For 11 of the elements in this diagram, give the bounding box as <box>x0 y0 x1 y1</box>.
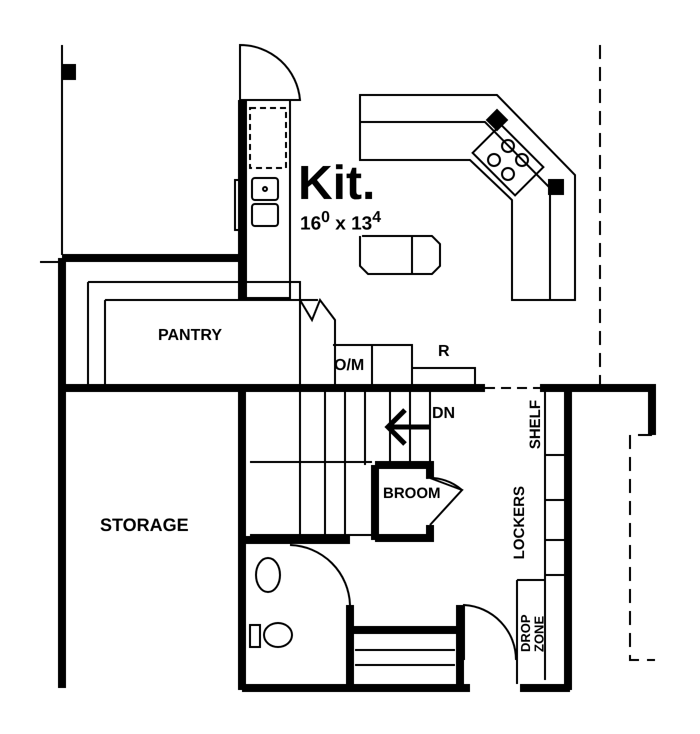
fixture-label: O/M <box>334 358 364 374</box>
area-label: DROP ZONE <box>519 614 546 652</box>
room-dimension: 16$^{0}$ x 13$^{4}$ <box>300 210 382 234</box>
room-label: STORAGE <box>100 516 189 534</box>
fixture-label: SHELF <box>528 400 543 450</box>
fixture-label: LOCKERS <box>512 486 527 560</box>
room-label: Kit. <box>298 160 376 208</box>
room-label: BROOM <box>383 486 440 501</box>
room-label: PANTRY <box>158 328 222 344</box>
stair-label: DN <box>432 406 456 422</box>
fixture-label: R <box>438 344 450 360</box>
